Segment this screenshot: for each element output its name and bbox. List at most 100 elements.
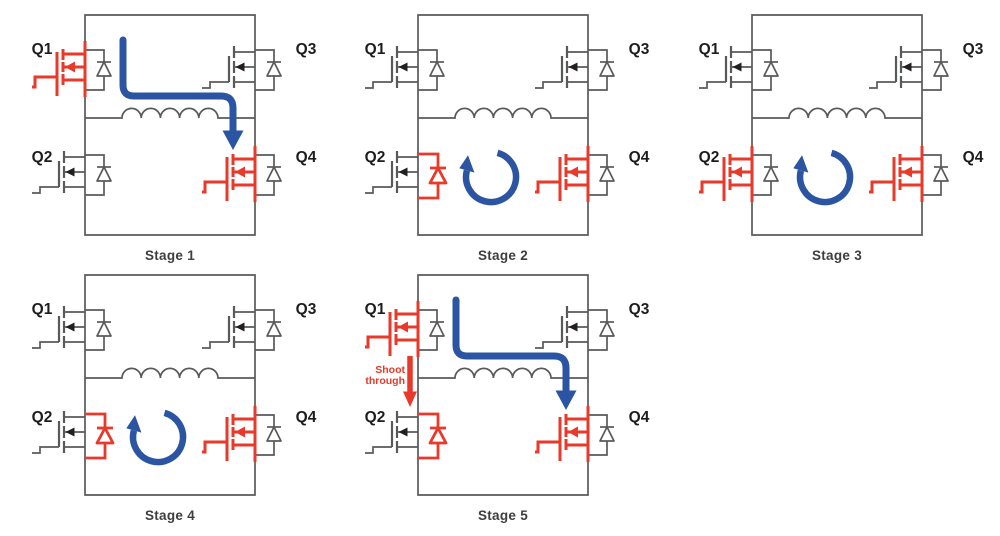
mosfet-body-arrow <box>398 62 408 72</box>
stage-2-label: Stage 2 <box>477 248 529 263</box>
diode-triangle <box>763 166 779 182</box>
current-arrowhead <box>459 155 475 173</box>
diode-triangle <box>599 61 615 77</box>
mosfet-body-arrow <box>235 166 245 178</box>
q4-label: Q4 <box>629 149 650 166</box>
current-arrow-circulating <box>126 409 187 466</box>
body-diode-q2 <box>418 412 448 460</box>
diode-triangle <box>428 426 448 445</box>
mosfet-gate-lead <box>32 186 59 194</box>
diode-loop <box>752 49 772 91</box>
mosfet-gate-lead <box>365 81 392 89</box>
diode-loop <box>588 414 608 456</box>
mosfet-gate-lead <box>535 180 560 194</box>
diode-loop <box>418 412 440 460</box>
current-path <box>119 36 237 135</box>
mosfet-q3 <box>535 306 588 349</box>
diode-loop <box>588 154 608 196</box>
diode-loop <box>255 49 275 91</box>
q3-label: Q3 <box>296 301 317 318</box>
mosfet-gate-lead <box>365 335 390 349</box>
mosfet-q2 <box>32 151 85 194</box>
mosfet-body-arrow <box>235 62 245 72</box>
q4-label: Q4 <box>296 409 317 426</box>
diode-loop <box>255 154 275 196</box>
q4-label: Q4 <box>963 149 984 166</box>
body-diode-q4 <box>255 414 282 456</box>
mosfet-q4 <box>535 146 590 202</box>
current-arrowhead <box>126 415 142 433</box>
mosfet-gate-lead <box>32 341 59 349</box>
body-diode-q1 <box>85 309 112 351</box>
mosfet-gate-lead <box>365 186 392 194</box>
mosfet-gate-lead <box>535 341 562 349</box>
mosfet-body-arrow <box>398 321 408 333</box>
body-diode-q3 <box>588 309 615 351</box>
mosfet-gate-lead <box>32 446 59 454</box>
q4-label: Q4 <box>296 149 317 166</box>
diode-triangle <box>763 61 779 77</box>
diode-triangle <box>266 321 282 337</box>
q1-label: Q1 <box>365 301 386 318</box>
mosfet-q3 <box>202 306 255 349</box>
q2-label: Q2 <box>699 149 720 166</box>
bridge-outline <box>84 274 256 496</box>
diode-loop <box>85 309 105 351</box>
bridge-frame <box>417 274 589 496</box>
current-arrow-through <box>119 36 244 150</box>
mosfet-body-arrow <box>732 62 742 72</box>
mosfet-q1 <box>32 306 85 349</box>
current-path <box>452 296 570 395</box>
bridge-frame <box>84 274 256 496</box>
current-loop <box>129 409 187 466</box>
q1-label: Q1 <box>32 41 53 58</box>
diode-triangle <box>95 426 115 445</box>
diode-triangle <box>96 61 112 77</box>
diode-triangle <box>429 61 445 77</box>
mosfet-body-arrow <box>568 166 578 178</box>
q1-label: Q1 <box>32 301 53 318</box>
mosfet-gate-lead <box>202 341 229 349</box>
mosfet-gate-lead <box>202 440 227 454</box>
mosfet-q2 <box>32 411 85 454</box>
mosfet-body-arrow <box>568 62 578 72</box>
diode-loop <box>588 309 608 351</box>
mosfet-gate-lead <box>202 81 229 89</box>
mosfet-body-arrow <box>65 322 75 332</box>
mosfet-body-arrow <box>902 166 912 178</box>
diode-triangle <box>599 426 615 442</box>
mosfet-q4 <box>869 146 924 202</box>
diode-triangle <box>429 321 445 337</box>
q1-label: Q1 <box>365 41 386 58</box>
mosfet-body-arrow <box>398 167 408 177</box>
diode-loop <box>85 412 107 460</box>
mosfet-gate-lead <box>365 446 392 454</box>
mosfet-q3 <box>869 46 922 89</box>
diode-loop <box>922 154 942 196</box>
diode-loop <box>418 152 440 200</box>
inductor <box>418 367 588 379</box>
mosfet-q3 <box>202 46 255 89</box>
mosfet-body-arrow <box>732 166 742 178</box>
mosfet-q1 <box>365 46 418 89</box>
mosfet-q1 <box>32 41 87 97</box>
mosfet-q4 <box>202 406 257 462</box>
diode-triangle <box>266 426 282 442</box>
inductor <box>85 107 255 119</box>
body-diode-q2 <box>85 412 115 460</box>
q2-label: Q2 <box>365 409 386 426</box>
mosfet-q1 <box>365 301 420 357</box>
current-loop <box>462 149 520 206</box>
body-diode-q2 <box>85 154 112 196</box>
current-arrowhead <box>793 155 809 173</box>
q2-label: Q2 <box>365 149 386 166</box>
mosfet-gate-lead <box>869 81 896 89</box>
mosfet-q3 <box>535 46 588 89</box>
mosfet-gate-lead <box>535 440 560 454</box>
stage-3-label: Stage 3 <box>811 248 863 263</box>
body-diode-q1 <box>752 49 779 91</box>
